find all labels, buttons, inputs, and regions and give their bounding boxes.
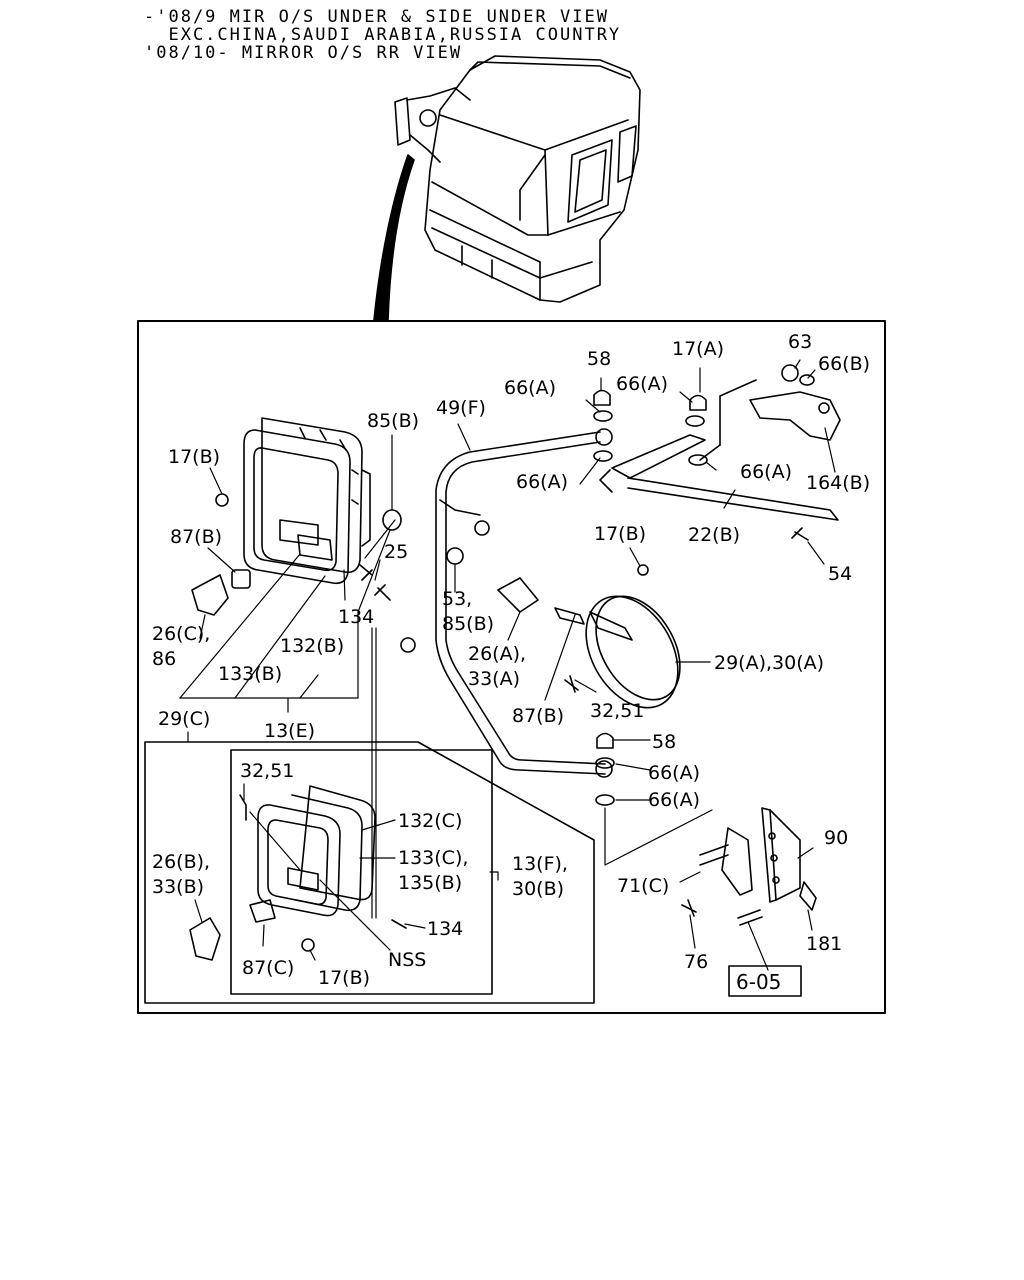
callout-133c: 133(C), — [398, 847, 468, 869]
header-line-2: EXC.CHINA,SAUDI ARABIA,RUSSIA COUNTRY — [144, 25, 622, 45]
callout-33a: 33(A) — [468, 668, 520, 690]
nut-17b — [215, 493, 229, 507]
callout-13e: 13(E) — [264, 720, 315, 742]
callout-30b: 30(B) — [512, 878, 564, 900]
callout-17a: 17(A) — [672, 338, 724, 360]
callout-25: 25 — [384, 541, 408, 563]
part-26c — [191, 574, 229, 616]
callout-134-2: 134 — [427, 918, 463, 940]
callout-135b: 135(B) — [398, 872, 462, 894]
header-line-1: -'08/9 MIR O/S UNDER & SIDE UNDER VIEW — [144, 7, 609, 27]
callout-54: 54 — [828, 563, 852, 585]
callout-66a-4: 66(A) — [740, 461, 792, 483]
reference-box — [728, 965, 802, 997]
callout-87c: 87(C) — [242, 957, 294, 979]
callout-17b-2: 17(B) — [594, 523, 646, 545]
callout-66a-1: 66(A) — [504, 377, 556, 399]
callout-33b: 33(B) — [152, 876, 204, 898]
callout-17b-3: 17(B) — [318, 967, 370, 989]
mount-bracket — [681, 807, 817, 926]
callout-132b: 132(B) — [280, 635, 344, 657]
callout-13f: 13(F), — [512, 853, 568, 875]
callout-85b-2: 85(B) — [442, 613, 494, 635]
callout-22b: 22(B) — [688, 524, 740, 546]
callout-26b: 26(B), — [152, 851, 210, 873]
callout-66a-2: 66(A) — [616, 373, 668, 395]
callout-87b-2: 87(B) — [512, 705, 564, 727]
callout-76: 76 — [684, 951, 708, 973]
bolt-54 — [791, 527, 809, 541]
callout-32-51-2: 32,51 — [240, 760, 294, 782]
header-line-3: '08/10- MIRROR O/S RR VIEW — [144, 43, 463, 63]
screw-25 — [374, 584, 391, 601]
callout-66b: 66(B) — [818, 353, 870, 375]
callout-164b: 164(B) — [806, 472, 870, 494]
callout-134-1: 134 — [338, 606, 374, 628]
callout-29a-30a: 29(A),30(A) — [714, 652, 824, 674]
mirror-stay-49f — [400, 428, 613, 778]
round-mirror — [446, 547, 681, 709]
callout-32-51-1: 32,51 — [590, 700, 644, 722]
leader-lines — [179, 359, 836, 971]
callout-85b: 85(B) — [367, 410, 419, 432]
mirror-head-large — [243, 417, 371, 585]
callout-132c: 132(C) — [398, 810, 462, 832]
callout-58-top: 58 — [587, 348, 611, 370]
washers — [593, 374, 815, 806]
cap-85b — [382, 509, 402, 531]
callout-29c: 29(C) — [158, 708, 210, 730]
cap-nuts — [593, 364, 799, 749]
callout-66a-5: 66(A) — [648, 762, 700, 784]
callout-53: 53, — [442, 588, 472, 610]
callout-labels: 58 17(A) 63 66(B) 66(A) 66(A) 85(B) 49(F… — [152, 331, 870, 994]
callout-26a: 26(A), — [468, 643, 526, 665]
callout-133b: 133(B) — [218, 663, 282, 685]
detail-frame — [137, 320, 886, 1014]
callout-181: 181 — [806, 933, 842, 955]
callout-17b-1: 17(B) — [168, 446, 220, 468]
callout-66a-3: 66(A) — [516, 471, 568, 493]
callout-90: 90 — [824, 827, 848, 849]
callout-49f: 49(F) — [436, 397, 486, 419]
callout-58-bottom: 58 — [652, 731, 676, 753]
callout-63: 63 — [788, 331, 812, 353]
upper-bracket — [599, 379, 841, 521]
callout-26c: 26(C), — [152, 623, 210, 645]
truck-cab-illustration — [373, 55, 641, 321]
part-87b-bracket — [231, 569, 251, 589]
callout-71c: 71(C) — [617, 875, 669, 897]
reference-6-05: 6-05 — [736, 970, 781, 994]
callout-86: 86 — [152, 648, 176, 670]
callout-87b-1: 87(B) — [170, 526, 222, 548]
screw-134 — [359, 564, 373, 581]
callout-66a-6: 66(A) — [648, 789, 700, 811]
callout-nss: NSS — [388, 949, 426, 971]
